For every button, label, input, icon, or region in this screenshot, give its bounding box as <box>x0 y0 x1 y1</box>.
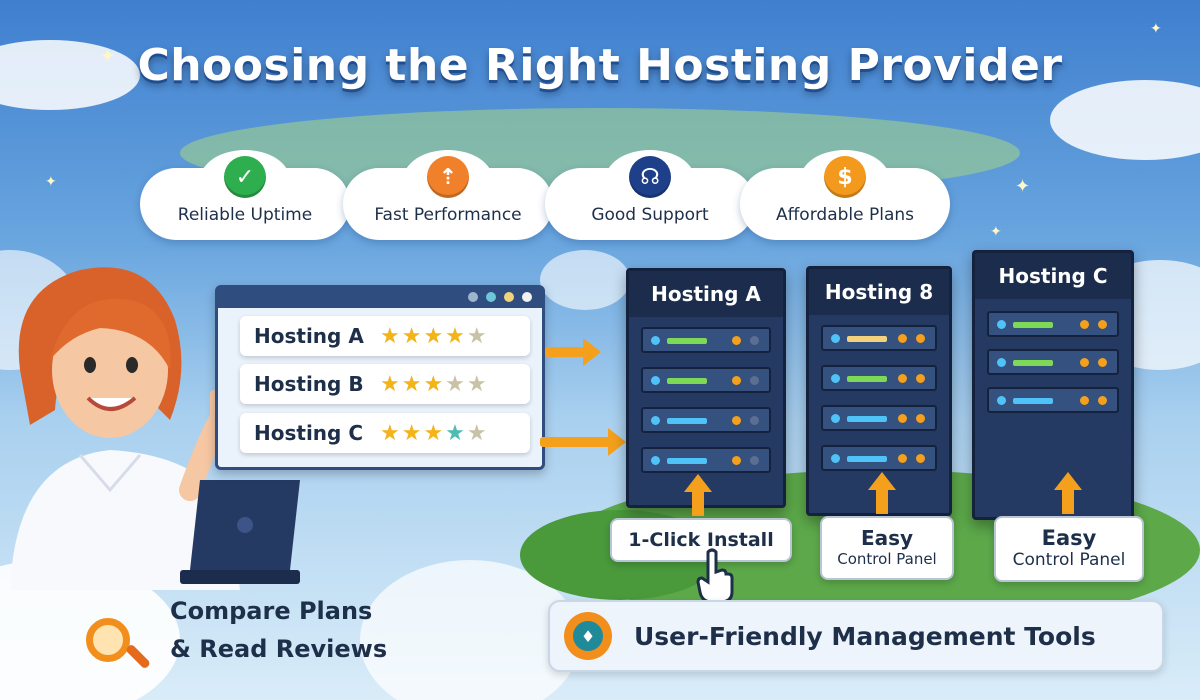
background-cloud <box>1050 80 1200 160</box>
management-tools-label: User-Friendly Management Tools <box>634 621 1096 651</box>
lightbulb-icon: ♦ <box>564 612 612 660</box>
sparkle-icon: ✦ <box>990 224 1002 240</box>
checkmark-icon: ✓ <box>224 156 266 198</box>
feature-label: Affordable Plans <box>775 205 915 225</box>
star-rating-icon: ★★★★★ <box>380 371 489 397</box>
server-slot <box>821 445 937 471</box>
feature-label: Good Support <box>591 205 709 225</box>
callout-line: Control Panel <box>1012 550 1126 570</box>
arrow-up-icon <box>684 474 712 516</box>
arrow-right-icon <box>540 428 626 456</box>
feature-good-support: ☊ Good Support <box>545 150 755 242</box>
caption-line: & Read Reviews <box>170 635 388 663</box>
one-click-install-button[interactable]: 1-Click Install <box>610 518 792 562</box>
review-host-name: Hosting B <box>254 372 364 396</box>
easy-control-panel-b[interactable]: Easy Control Panel <box>820 516 954 580</box>
background-cloud <box>0 40 140 110</box>
hand-cursor-icon <box>696 548 734 604</box>
magnifier-icon <box>86 618 130 662</box>
arrow-up-icon <box>868 472 896 514</box>
feature-reliable-uptime: ✓ Reliable Uptime <box>140 150 350 242</box>
review-row[interactable]: Hosting B ★★★★★ <box>240 364 530 404</box>
server-slot <box>821 325 937 351</box>
server-slot <box>987 311 1119 337</box>
compare-plans-caption: Compare Plans & Read Reviews <box>170 592 387 668</box>
dollar-coin-icon: $ <box>824 156 866 198</box>
server-slot <box>821 405 937 431</box>
background-cloud <box>540 250 630 310</box>
window-title-bar <box>218 288 542 308</box>
server-rack-a: Hosting A <box>626 268 786 508</box>
server-name: Hosting A <box>629 271 783 317</box>
feature-affordable-plans: $ Affordable Plans <box>740 150 950 242</box>
sparkle-icon: ✦ <box>100 46 116 67</box>
page-title: Choosing the Right Hosting Provider <box>137 40 1063 91</box>
window-dot <box>486 292 496 302</box>
sparkle-icon: ✦ <box>1150 21 1162 37</box>
headset-icon: ☊ <box>629 156 671 198</box>
server-slot <box>987 349 1119 375</box>
server-name: Hosting C <box>975 253 1131 299</box>
review-host-name: Hosting A <box>254 324 364 348</box>
server-slot <box>641 367 771 393</box>
server-slot <box>641 407 771 433</box>
arrow-right-icon <box>545 338 601 366</box>
speedometer-icon: ⇡ <box>427 156 469 198</box>
arrow-up-icon <box>1054 472 1082 514</box>
callout-line: Easy <box>1041 526 1097 550</box>
review-row[interactable]: Hosting C ★★★★★ <box>240 413 530 453</box>
callout-line: Easy <box>860 526 914 550</box>
callout-line: Control Panel <box>837 550 937 568</box>
server-rack-c: Hosting C <box>972 250 1134 520</box>
server-slot <box>641 327 771 353</box>
server-slot <box>987 387 1119 413</box>
star-rating-icon: ★★★★★ <box>380 420 489 446</box>
woman-illustration <box>10 267 300 590</box>
window-dot <box>468 292 478 302</box>
feature-label: Fast Performance <box>374 205 522 225</box>
server-slot <box>821 365 937 391</box>
window-dot <box>504 292 514 302</box>
feature-fast-performance: ⇡ Fast Performance <box>343 150 553 242</box>
feature-label: Reliable Uptime <box>177 205 313 225</box>
sparkle-icon: ✦ <box>45 174 57 190</box>
server-slot <box>641 447 771 473</box>
star-rating-icon: ★★★★★ <box>380 323 489 349</box>
window-controls <box>468 292 532 302</box>
caption-line: Compare Plans <box>170 597 373 625</box>
window-dot <box>522 292 532 302</box>
server-name: Hosting 8 <box>809 269 949 315</box>
easy-control-panel-c[interactable]: Easy Control Panel <box>994 516 1144 582</box>
management-tools-banner: ♦ User-Friendly Management Tools <box>548 600 1164 672</box>
sparkle-icon: ✦ <box>1015 176 1031 197</box>
review-host-name: Hosting C <box>254 421 363 445</box>
review-row[interactable]: Hosting A ★★★★★ <box>240 316 530 356</box>
